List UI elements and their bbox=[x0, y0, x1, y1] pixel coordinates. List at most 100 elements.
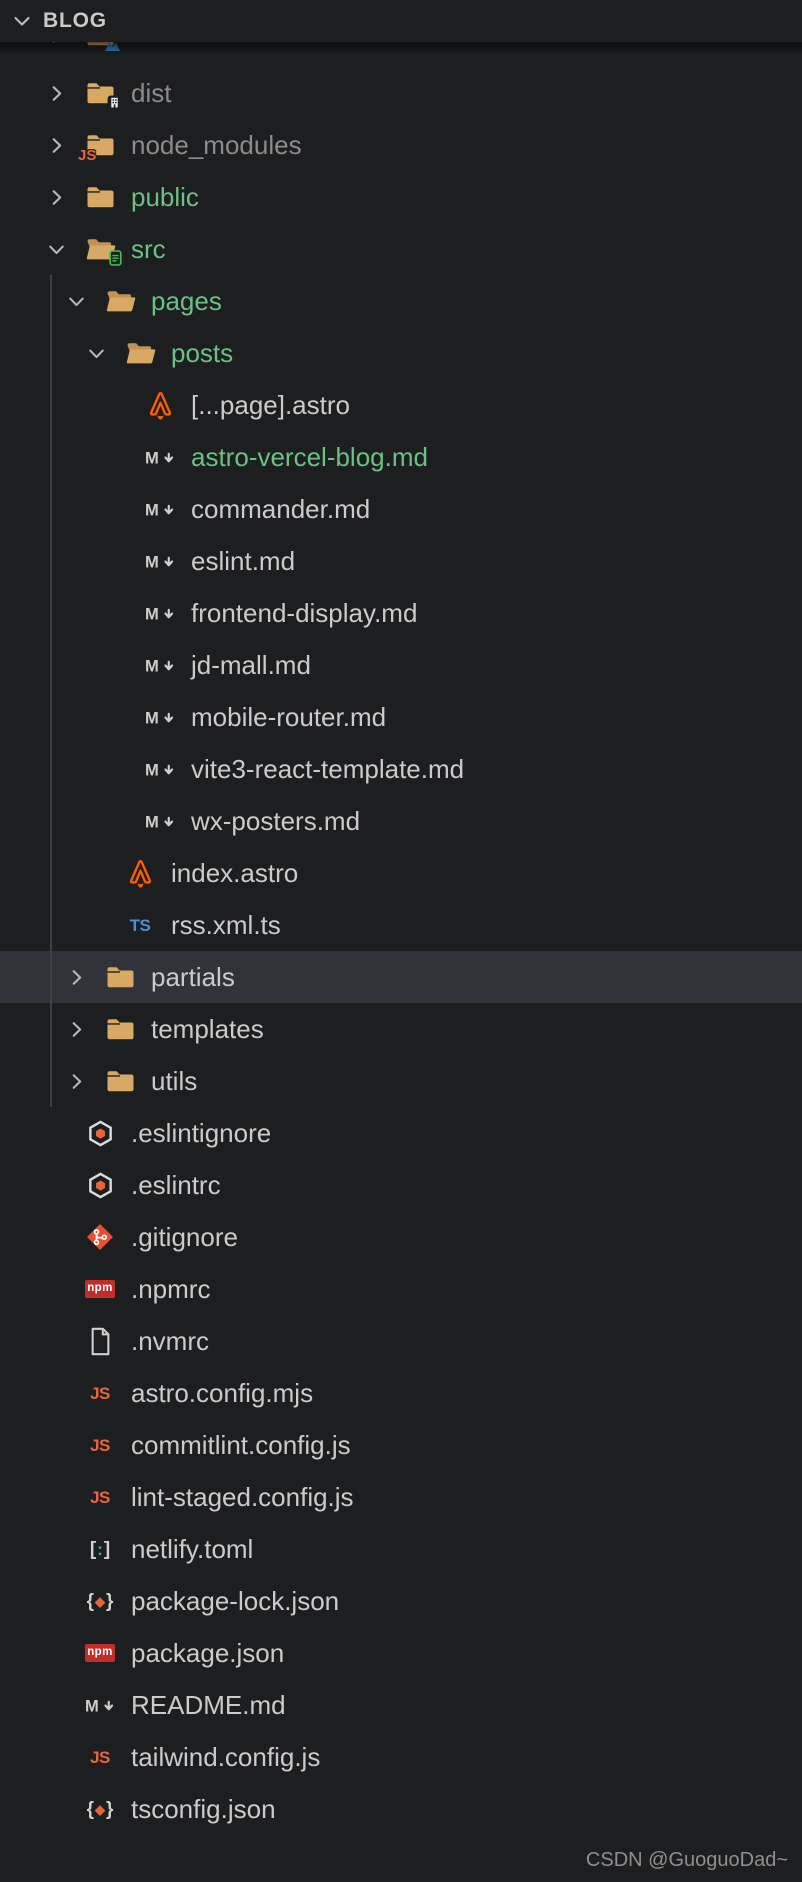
tree-item-npmrc[interactable]: npm .npmrc bbox=[0, 1263, 802, 1315]
tree-item-eslint-md[interactable]: M eslint.md bbox=[0, 535, 802, 587]
chevron-down-icon[interactable] bbox=[10, 9, 34, 33]
file-icon bbox=[82, 1327, 118, 1356]
git-icon bbox=[82, 1222, 118, 1252]
tree-item-public[interactable]: public bbox=[0, 171, 802, 223]
tree-item-templates[interactable]: templates bbox=[0, 1003, 802, 1055]
tree-item-label: mobile-router.md bbox=[191, 701, 387, 732]
tree-item-eslintrc[interactable]: .eslintrc bbox=[0, 1159, 802, 1211]
section-title: BLOG bbox=[43, 9, 107, 32]
tree-item-readme-md[interactable]: M README.md bbox=[0, 1679, 802, 1731]
chevron-right-icon[interactable] bbox=[40, 81, 72, 106]
chevron-down-icon[interactable] bbox=[40, 237, 72, 262]
tree-item-tailwind-config-js[interactable]: JS tailwind.config.js bbox=[0, 1731, 802, 1783]
svg-text:M: M bbox=[145, 708, 159, 727]
chevron-right-icon[interactable] bbox=[60, 1069, 92, 1094]
eslint-icon bbox=[82, 1171, 118, 1200]
tree-item-nvmrc[interactable]: .nvmrc bbox=[0, 1315, 802, 1367]
npm-icon: npm bbox=[82, 1279, 118, 1299]
tree-item-page-astro[interactable]: [...page].astro bbox=[0, 379, 802, 431]
tree-item-label: .nvmrc bbox=[131, 1325, 209, 1356]
folder-icon bbox=[102, 1068, 138, 1094]
tree-item-posts[interactable]: posts bbox=[0, 327, 802, 379]
folder-icon bbox=[82, 184, 118, 210]
javascript-icon: JS bbox=[90, 1487, 110, 1507]
tree-item-index-astro[interactable]: index.astro bbox=[0, 847, 802, 899]
tree-item-netlify-toml[interactable]: [:]netlify.toml bbox=[0, 1523, 802, 1575]
tree-item-label: tailwind.config.js bbox=[131, 1741, 321, 1772]
svg-text:M: M bbox=[145, 500, 159, 519]
javascript-icon: JS bbox=[90, 1435, 110, 1455]
json-icon: {◆} bbox=[86, 1590, 114, 1612]
watermark: CSDN @GuoguoDad~ bbox=[585, 1849, 788, 1871]
chevron-down-icon[interactable] bbox=[80, 341, 112, 366]
svg-text:M: M bbox=[145, 812, 159, 831]
svg-text:M: M bbox=[145, 604, 159, 623]
tree-item-gitignore[interactable]: .gitignore bbox=[0, 1211, 802, 1263]
chevron-right-icon[interactable] bbox=[40, 185, 72, 210]
tree-item-label: frontend-display.md bbox=[191, 597, 418, 628]
tree-item-package-lock-json[interactable]: {◆} package-lock.json bbox=[0, 1575, 802, 1627]
tree-item-label: dist bbox=[131, 77, 172, 108]
tree-item-utils[interactable]: utils bbox=[0, 1055, 802, 1107]
tree-item-mobile-router-md[interactable]: M mobile-router.md bbox=[0, 691, 802, 743]
indent-guide bbox=[50, 275, 52, 1107]
tree-item-label: eslint.md bbox=[191, 545, 296, 576]
json-icon: {◆} bbox=[86, 1798, 114, 1820]
tree-item-wx-posters-md[interactable]: M wx-posters.md bbox=[0, 795, 802, 847]
markdown-icon: M bbox=[142, 810, 178, 833]
tree-item-dist[interactable]: dist bbox=[0, 67, 802, 119]
tree-item-label: jd-mall.md bbox=[191, 649, 311, 680]
tree-item-commander-md[interactable]: M commander.md bbox=[0, 483, 802, 535]
tree-item-astro-vercel-blog-md[interactable]: M astro-vercel-blog.md bbox=[0, 431, 802, 483]
tree-item-label: package-lock.json bbox=[131, 1585, 340, 1616]
svg-text:M: M bbox=[145, 656, 159, 675]
markdown-icon: M bbox=[142, 654, 178, 677]
tree-item-lint-staged-config-js[interactable]: JS lint-staged.config.js bbox=[0, 1471, 802, 1523]
tree-item-jd-mall-md[interactable]: M jd-mall.md bbox=[0, 639, 802, 691]
tree-item-label: partials bbox=[151, 961, 235, 992]
tree-item-label: rss.xml.ts bbox=[171, 909, 281, 940]
svg-text:M: M bbox=[85, 1696, 99, 1715]
markdown-icon: M bbox=[142, 446, 178, 469]
folder-src-open-icon bbox=[82, 236, 122, 266]
tree-item-commitlint-config-js[interactable]: JS commitlint.config.js bbox=[0, 1419, 802, 1471]
tree-item-vite3-react-template-md[interactable]: M vite3-react-template.md bbox=[0, 743, 802, 795]
tree-item-label: node_modules bbox=[131, 129, 302, 160]
javascript-icon: JS bbox=[90, 1383, 110, 1403]
chevron-down-icon[interactable] bbox=[60, 289, 92, 314]
chevron-right-icon[interactable] bbox=[60, 1017, 92, 1042]
tree-item-label: lint-staged.config.js bbox=[131, 1481, 354, 1512]
chevron-right-icon[interactable] bbox=[60, 965, 92, 990]
folder-open-icon bbox=[102, 288, 138, 314]
tree-item-label: templates bbox=[151, 1013, 264, 1044]
folder-dist-icon bbox=[82, 80, 122, 110]
markdown-icon: M bbox=[142, 550, 178, 573]
tree-item-label: .eslintignore bbox=[131, 1117, 272, 1148]
tree-item-label: commitlint.config.js bbox=[131, 1429, 351, 1460]
explorer-section-header[interactable]: BLOG bbox=[0, 0, 802, 42]
astro-icon bbox=[122, 858, 158, 889]
tree-item-eslintignore[interactable]: .eslintignore bbox=[0, 1107, 802, 1159]
markdown-icon: M bbox=[142, 706, 178, 729]
tree-item-tsconfig-json[interactable]: {◆}tsconfig.json bbox=[0, 1783, 802, 1835]
tree-item-src[interactable]: src bbox=[0, 223, 802, 275]
tree-item-label: astro-vercel-blog.md bbox=[191, 441, 428, 472]
tree-item-label: vite3-react-template.md bbox=[191, 753, 465, 784]
tree-item-partials[interactable]: partials bbox=[0, 951, 802, 1003]
chevron-right-icon[interactable] bbox=[40, 133, 72, 158]
folder-open-icon bbox=[122, 340, 158, 366]
tree-item-pages[interactable]: pages bbox=[0, 275, 802, 327]
tree-item-frontend-display-md[interactable]: M frontend-display.md bbox=[0, 587, 802, 639]
tree-item-label: src bbox=[131, 233, 166, 264]
eslint-icon bbox=[82, 1119, 118, 1148]
npm-icon: npm bbox=[82, 1643, 118, 1663]
tree-item-label: .npmrc bbox=[131, 1273, 211, 1304]
javascript-icon: JS bbox=[90, 1747, 110, 1767]
tree-item-label: utils bbox=[151, 1065, 198, 1096]
tree-item-label: pages bbox=[151, 285, 222, 316]
